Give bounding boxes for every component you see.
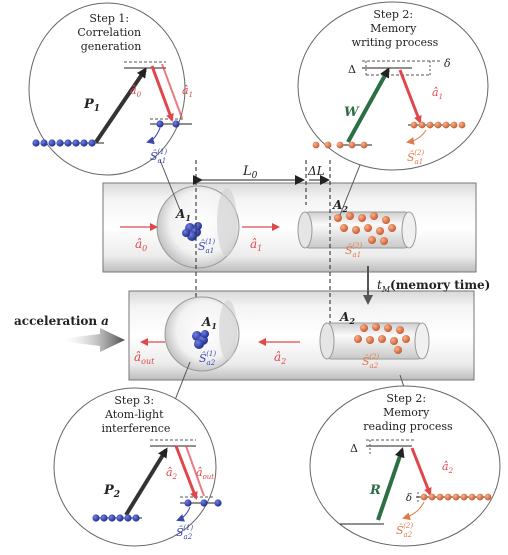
step2-reading-atom-row — [420, 493, 492, 501]
step1-atom-row — [32, 120, 180, 147]
delta-small-label: δ — [444, 57, 451, 70]
step2-writing-title: Step 2: Memory writing process — [352, 8, 439, 49]
step2-reading-bubble: Step 2: Memory reading process Δ δ R â2 … — [309, 374, 501, 547]
a1-step1-arrow — [161, 63, 183, 119]
step3-bubble: Step 3: Atom-light interference P2 â2 âo… — [53, 361, 222, 547]
a1-step2-arrow — [398, 69, 422, 124]
S-a1-1-step1-label: Ŝa1(1) — [150, 148, 167, 165]
P1-arrow — [94, 67, 147, 144]
S-a2-2-tube-label: Ŝa2(2) — [362, 353, 379, 370]
A2-bottom-label: A2 — [339, 310, 355, 326]
delta-big-label: Δ — [348, 63, 356, 76]
a0-step1-label: â0 — [130, 84, 142, 99]
orange-atoms-bottom — [354, 323, 410, 354]
top-cylinder-A2 — [297, 211, 417, 249]
acceleration-arrow — [58, 328, 125, 352]
orange-atoms-top — [334, 212, 396, 245]
a2-read-label: â2 — [442, 460, 454, 475]
A1-top-label: A1 — [175, 207, 191, 223]
bottom-sphere-A1 — [164, 296, 240, 372]
P1-label: P1 — [83, 97, 100, 114]
step3-title: Step 3: Atom-light interference — [102, 394, 171, 435]
S-a1-1-tube-label: Ŝa1(1) — [198, 238, 215, 255]
S-a2-1-step3-label: Ŝa2(1) — [176, 524, 193, 541]
W-label: W — [344, 105, 360, 120]
top-sphere-A1 — [156, 185, 240, 269]
aout-step3-label: âout — [196, 466, 214, 481]
a0-tube-label: â0 — [135, 237, 147, 253]
step2-writing-atom-row — [312, 121, 466, 149]
DeltaL-label: ΔL — [307, 164, 325, 178]
blue-atom-cloud-bottom — [192, 330, 209, 349]
step2-reading-title: Step 2: Memory reading process — [363, 392, 453, 433]
A2-top-label: A2 — [332, 198, 348, 214]
step1-title: Step 1: Correlation generation — [77, 12, 144, 53]
delta-big-read-label: Δ — [350, 442, 358, 455]
memory-time-label: tM(memory time) — [377, 278, 490, 294]
a2-read-arrow — [410, 447, 432, 496]
S-a1-2-tube-label: Ŝa1(2) — [345, 242, 362, 259]
a0-step1-arrow — [150, 65, 174, 122]
a1-step1-label: â1 — [182, 84, 193, 99]
step3-atom-row — [92, 499, 222, 522]
W-arrow — [346, 67, 390, 143]
S-a1-2-step2-label: Ŝa1(2) — [407, 149, 424, 166]
A1-bottom-label: A1 — [201, 315, 217, 331]
L0-label: L0 — [242, 164, 258, 181]
a2-tube-label: â2 — [274, 350, 286, 366]
S-a2-1-tube-label: Ŝa2(1) — [199, 350, 216, 367]
aout-tube-label: âout — [134, 350, 155, 366]
P2-arrow — [124, 447, 168, 517]
a2-step3-label: â2 — [166, 466, 178, 481]
step2-writing-bubble: Step 2: Memory writing process Δ δ W â1 — [297, 1, 489, 216]
S-a2-2-read-label: Ŝa2(2) — [396, 522, 413, 539]
R-arrow — [376, 447, 405, 521]
bottom-cylinder-A2 — [319, 322, 430, 360]
R-label: R — [369, 483, 381, 498]
a2-step3-arrow — [174, 445, 198, 500]
aout-step3-arrow — [185, 445, 205, 497]
P2-label: P2 — [103, 483, 120, 500]
step1-bubble: Step 1: Correlation generation P1 â0 â1 — [28, 2, 193, 211]
a1-step2-label: â1 — [432, 86, 443, 101]
delta-small-read-label: δ — [406, 493, 412, 504]
a1-tube-label: â1 — [250, 237, 262, 253]
